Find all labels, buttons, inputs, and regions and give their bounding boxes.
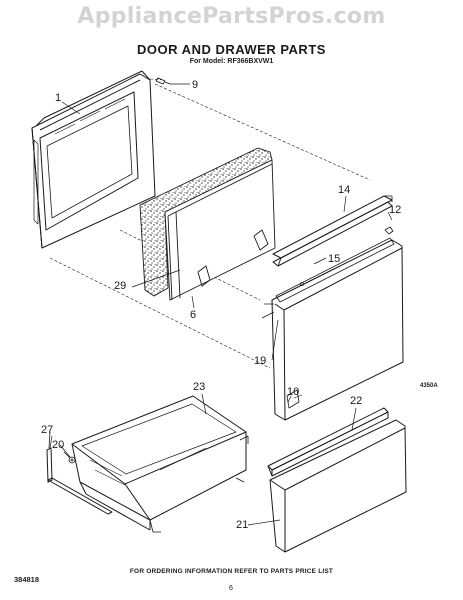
ordering-note: FOR ORDERING INFORMATION REFER TO PARTS … xyxy=(129,568,334,575)
page-title: DOOR AND DRAWER PARTS xyxy=(137,42,326,57)
document-number: 384818 xyxy=(14,575,40,584)
outer-door-panel xyxy=(261,239,404,421)
callout-27: 27 xyxy=(41,424,54,436)
watermark: AppliancePartsPros.com xyxy=(77,4,386,29)
callout-23: 23 xyxy=(193,381,206,393)
callout-22: 22 xyxy=(350,395,363,407)
leader-lines xyxy=(49,83,393,526)
callout-9: 9 xyxy=(192,79,199,91)
page-number: 6 xyxy=(229,585,233,592)
drawer-trim xyxy=(267,407,389,477)
outer-door-frame xyxy=(31,70,156,249)
callout-14: 14 xyxy=(338,184,351,196)
drawer-front-panel xyxy=(269,419,407,553)
callout-12: 12 xyxy=(389,204,402,216)
inner-door-liner xyxy=(167,163,273,301)
roller-part xyxy=(59,444,76,464)
callout-19: 19 xyxy=(254,355,267,367)
callout-29: 29 xyxy=(114,280,127,292)
slide-rail xyxy=(46,431,113,515)
drawing-code: 4350A xyxy=(420,383,438,389)
callout-1: 1 xyxy=(55,92,62,104)
callout-21: 21 xyxy=(236,519,249,531)
door-handle xyxy=(272,195,394,267)
drawer-body xyxy=(71,395,249,533)
callout-15: 15 xyxy=(328,253,341,265)
callout-20: 20 xyxy=(52,439,65,451)
callout-10: 10 xyxy=(287,386,300,398)
door-insulation xyxy=(139,147,276,301)
screw-part xyxy=(155,77,171,85)
callout-6: 6 xyxy=(190,309,197,321)
model-number: For Model: RF366BXVW1 xyxy=(189,58,274,65)
